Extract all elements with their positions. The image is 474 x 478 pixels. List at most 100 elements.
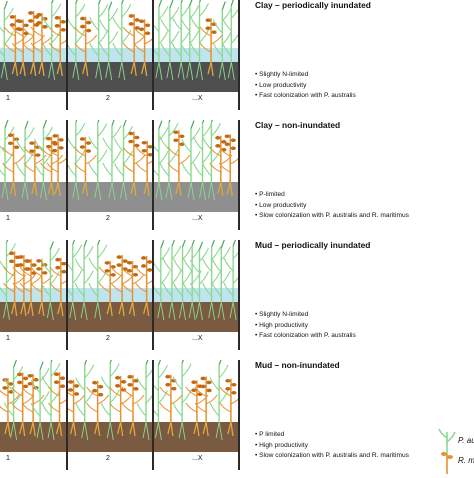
reed-roots	[0, 61, 8, 81]
reed-plant	[221, 0, 238, 81]
maritimus-leaf	[133, 42, 145, 53]
reed-leaf	[39, 367, 50, 382]
maritimus-leaf	[218, 162, 231, 173]
reed-leaf	[113, 162, 124, 177]
reed-leaf	[83, 245, 94, 260]
maritimus-plant	[122, 131, 146, 197]
reed-leaf	[0, 169, 6, 177]
maritimus-leaf	[30, 282, 43, 293]
reed-panicle	[201, 120, 205, 124]
maritimus-spikelet	[52, 134, 58, 138]
maritimus-spikelet	[115, 384, 121, 388]
reed-plant	[99, 1, 119, 81]
scenario-title: Mud – periodically inundated	[255, 240, 371, 250]
maritimus-leaf	[86, 402, 98, 413]
reed-panicle	[13, 360, 18, 368]
reed-legend-icon	[438, 428, 456, 454]
reed-leaf	[100, 376, 111, 391]
reed-leaf	[212, 19, 223, 34]
maritimus-leaf	[30, 26, 43, 37]
maritimus-leaf	[73, 146, 86, 157]
reed-roots	[118, 61, 126, 81]
reed-leaf	[230, 8, 238, 19]
reed-leaf	[121, 4, 132, 18]
reed-leaf	[171, 245, 182, 260]
maritimus-roots	[29, 61, 37, 77]
maritimus-spikelet	[86, 28, 92, 33]
bullet-item: Fast colonization with P. australis	[255, 91, 356, 102]
maritimus-leaf	[122, 146, 135, 157]
reed-roots	[166, 61, 174, 81]
maritimus-spikelet	[13, 145, 20, 150]
maritimus-spikelet	[79, 137, 86, 141]
reed-roots	[186, 61, 194, 81]
reed-leaf	[83, 270, 94, 285]
panel-label: ...X	[192, 95, 203, 102]
maritimus-spikelet	[191, 388, 197, 393]
maritimus-roots	[130, 181, 137, 197]
maritimus-spikelet	[59, 384, 66, 389]
reed-plant	[189, 0, 210, 81]
maritimus-leaf	[218, 146, 231, 157]
panel-divider	[66, 360, 68, 470]
maritimus-spikelet	[23, 384, 29, 389]
maritimus-spikelet	[85, 141, 92, 145]
maritimus-spikelet	[128, 131, 134, 136]
maritimus-leaf	[133, 34, 146, 45]
reed-panicle	[232, 240, 237, 247]
maritimus-spikelet	[116, 255, 122, 259]
reed-roots	[81, 421, 89, 441]
maritimus-spikelet	[59, 376, 66, 381]
maritimus-leaf	[12, 266, 25, 277]
maritimus-leaf	[121, 386, 134, 397]
reed-panicle	[211, 240, 215, 248]
scenario-bullets: Slightly N-limited Low productivity Fast…	[255, 70, 356, 102]
reed-leaf	[102, 162, 113, 177]
reed-leaf	[98, 29, 109, 44]
reed-leaf	[41, 402, 52, 417]
panel-divider	[152, 240, 154, 350]
bullet-item: Slow colonization with P. australis and …	[255, 211, 409, 222]
maritimus-leaf	[40, 146, 52, 157]
maritimus-leaf	[22, 42, 34, 53]
reed-leaf	[0, 260, 7, 271]
maritimus-spikelet	[139, 19, 145, 24]
reed-leaf	[30, 379, 41, 394]
reed-leaf	[97, 244, 108, 259]
maritimus-leaf	[21, 402, 34, 413]
maritimus-plant	[209, 135, 233, 197]
maritimus-spikelet	[224, 134, 230, 139]
maritimus-spikelet	[165, 374, 171, 379]
maritimus-plant	[110, 255, 134, 317]
scenario-title: Clay – non-inundated	[255, 120, 341, 130]
maritimus-spikelet	[27, 381, 33, 386]
reed-leaf	[0, 145, 6, 153]
panel-label: 1	[6, 335, 10, 342]
maritimus-leaf	[0, 389, 9, 397]
panel-label: 2	[106, 335, 110, 342]
reed-plant	[33, 120, 53, 201]
maritimus-spikelet	[92, 388, 98, 393]
reed-leaf	[221, 31, 232, 45]
reed-leaf	[189, 30, 200, 44]
reed-leaf	[109, 363, 120, 377]
maritimus-leaf	[48, 42, 61, 53]
maritimus-plant	[135, 140, 152, 197]
maritimus-spikelet	[8, 382, 14, 386]
maritimus-plant	[218, 134, 238, 197]
maritimus-leaf	[135, 162, 148, 173]
maritimus-spikelet	[52, 142, 58, 146]
reed-leaf	[159, 136, 170, 150]
scenario-mud-non-inundated: 1 2 ...X Mud – non-inundated P limited H…	[0, 360, 474, 478]
panel-label: ...X	[192, 455, 203, 462]
maritimus-leaf	[0, 405, 9, 413]
reed-leaf	[49, 247, 60, 262]
scenario-title: Mud – non-inundated	[255, 360, 340, 370]
reed-roots	[188, 301, 196, 321]
reed-leaf	[162, 258, 173, 272]
water-layer	[154, 48, 238, 62]
maritimus-spikelet	[221, 140, 227, 144]
maritimus-leaf	[15, 34, 27, 45]
maritimus-leaf	[109, 402, 121, 413]
maritimus-leaf	[135, 266, 147, 277]
